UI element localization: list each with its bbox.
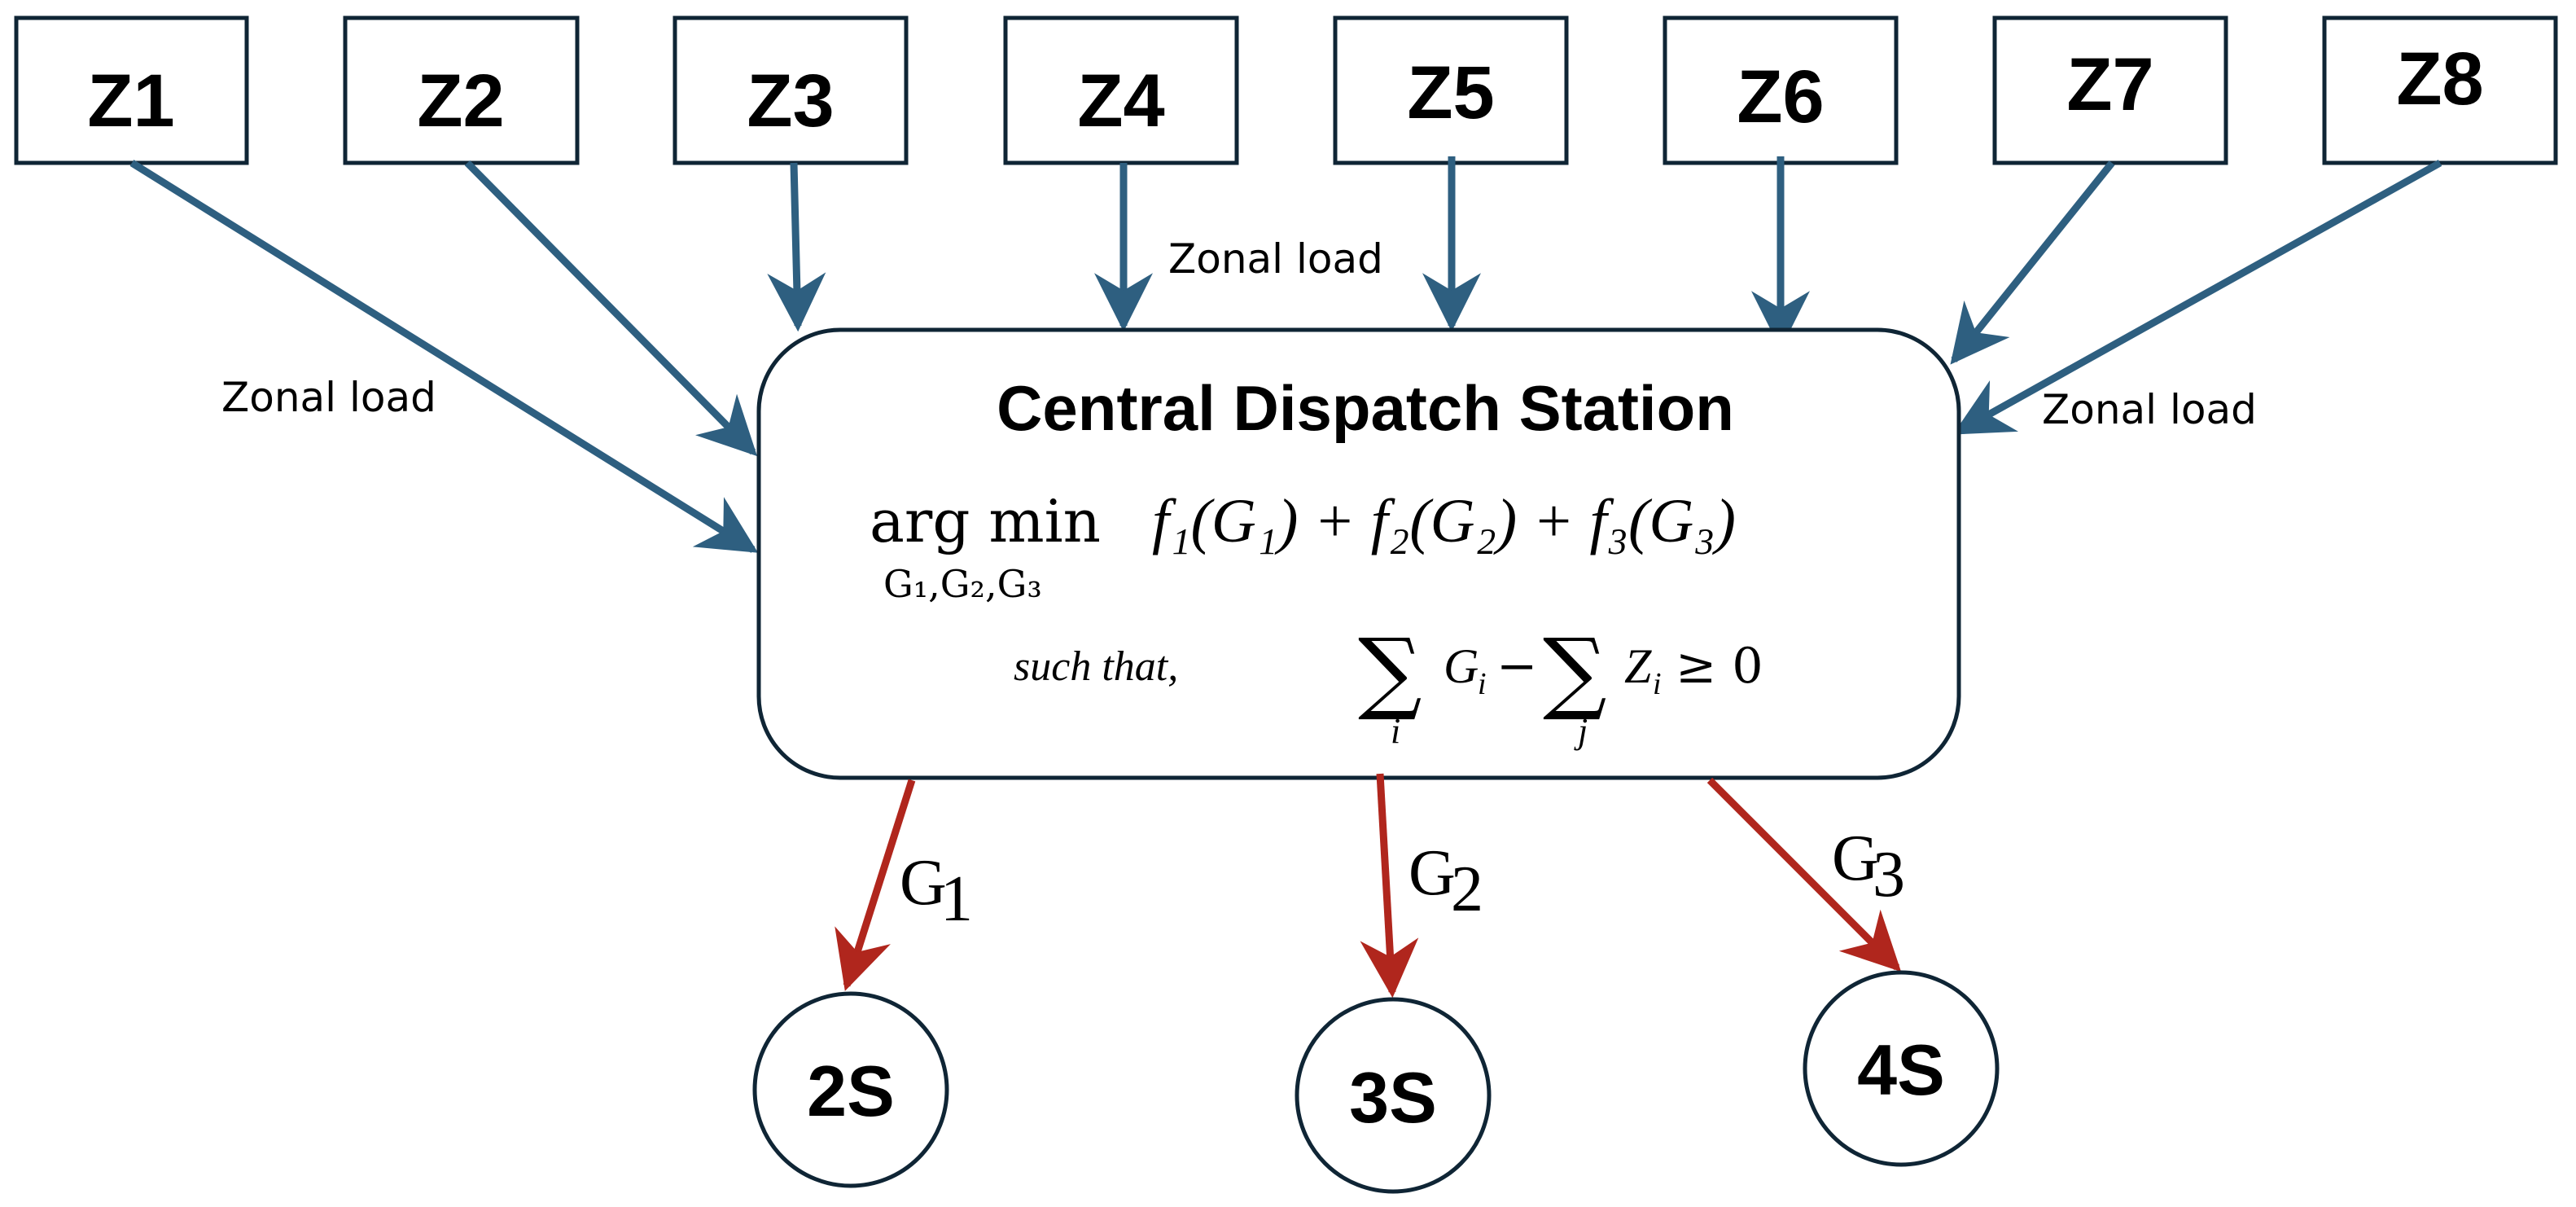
zone-z3: Z3 [672,15,909,165]
flow-label-subscript: 1 [940,863,973,935]
zone-z2: Z2 [343,15,580,165]
zone-label: Z6 [1737,55,1824,138]
term-g-subscript: i [1478,667,1487,701]
flow-label-g3: G 3 [1832,823,1905,911]
flow-label-subscript: 3 [1873,839,1905,911]
flow-label-g: G [1832,823,1879,894]
zone-label: Z7 [2066,43,2153,126]
zone-z7: Z7 [1992,15,2228,165]
zone-box [672,15,909,165]
central-dispatch-station: Central Dispatch Station arg min G₁,G₂,G… [756,327,1961,780]
zone-label: Z4 [1077,59,1164,143]
zone-box [14,15,249,165]
zone-z5: Z5 [1333,15,1569,165]
flow-label-subscript: 2 [1451,854,1483,925]
load-arrow-z3 [767,162,826,332]
generation-arrow-g1 [835,779,916,991]
zone-box [1003,15,1239,165]
zone-label: Z3 [747,59,834,143]
generator-node-3s: 3S [1295,997,1492,1194]
zone-label: Z1 [87,59,174,143]
minus-sign: − [1496,638,1537,695]
term-z-subscript: i [1653,667,1662,701]
flow-label-g: G [900,847,947,919]
node-circle [1295,997,1492,1194]
term-z: Z [1624,639,1652,693]
node-label: 3S [1349,1057,1437,1138]
zone-label: Z8 [2396,37,2483,121]
node-label: 4S [1857,1029,1945,1110]
zonal-load-label-right: Zonal load [2042,386,2257,433]
generation-arrow-g3 [1706,777,1902,972]
load-arrow-z2 [464,160,758,457]
zonal-load-label-center: Zonal load [1168,235,1383,283]
constraint-prefix: such that, [1014,643,1178,690]
zone-box [343,15,580,165]
constraint-relation: ≥ 0 [1676,638,1763,695]
sum-index-j: j [1574,711,1588,751]
zone-z8: Z8 [2322,15,2558,165]
generator-node-2s: 2S [752,991,949,1188]
argmin-variables: G₁,G₂,G₃ [883,562,1042,606]
flow-label-g: G [1408,837,1456,909]
zone-z4: Z4 [1003,15,1239,165]
zone-label: Z2 [417,59,504,143]
zone-label: Z5 [1407,51,1494,134]
node-circle [752,991,949,1188]
station-title: Central Dispatch Station [997,372,1734,444]
objective-expression: f₁(G₁) + f₂(G₂) + f₃(G₃) [1152,487,1736,555]
generator-node-4s: 4S [1803,970,2000,1167]
load-arrow-z7 [1950,160,2115,365]
flow-label-g1: G 1 [900,847,973,935]
generation-arrow-g2 [1360,773,1419,999]
zonal-load-label-left: Zonal load [221,374,436,421]
station-box [756,327,1961,780]
sum-index-i: i [1391,711,1400,751]
node-label: 2S [807,1051,895,1131]
flow-label-g2: G 2 [1408,837,1483,925]
zone-box [1663,15,1899,165]
zone-z6: Z6 [1663,15,1899,165]
node-circle [1803,970,2000,1167]
sum-symbol-i: ∑ [1358,619,1422,723]
load-arrow-z1 [129,160,759,553]
sum-symbol-j: ∑ [1543,619,1607,723]
argmin-operator: arg min [870,487,1101,555]
zone-box [2322,15,2558,165]
load-arrow-z8 [1952,160,2442,435]
zone-z1: Z1 [14,15,249,165]
term-g: G [1444,639,1479,693]
